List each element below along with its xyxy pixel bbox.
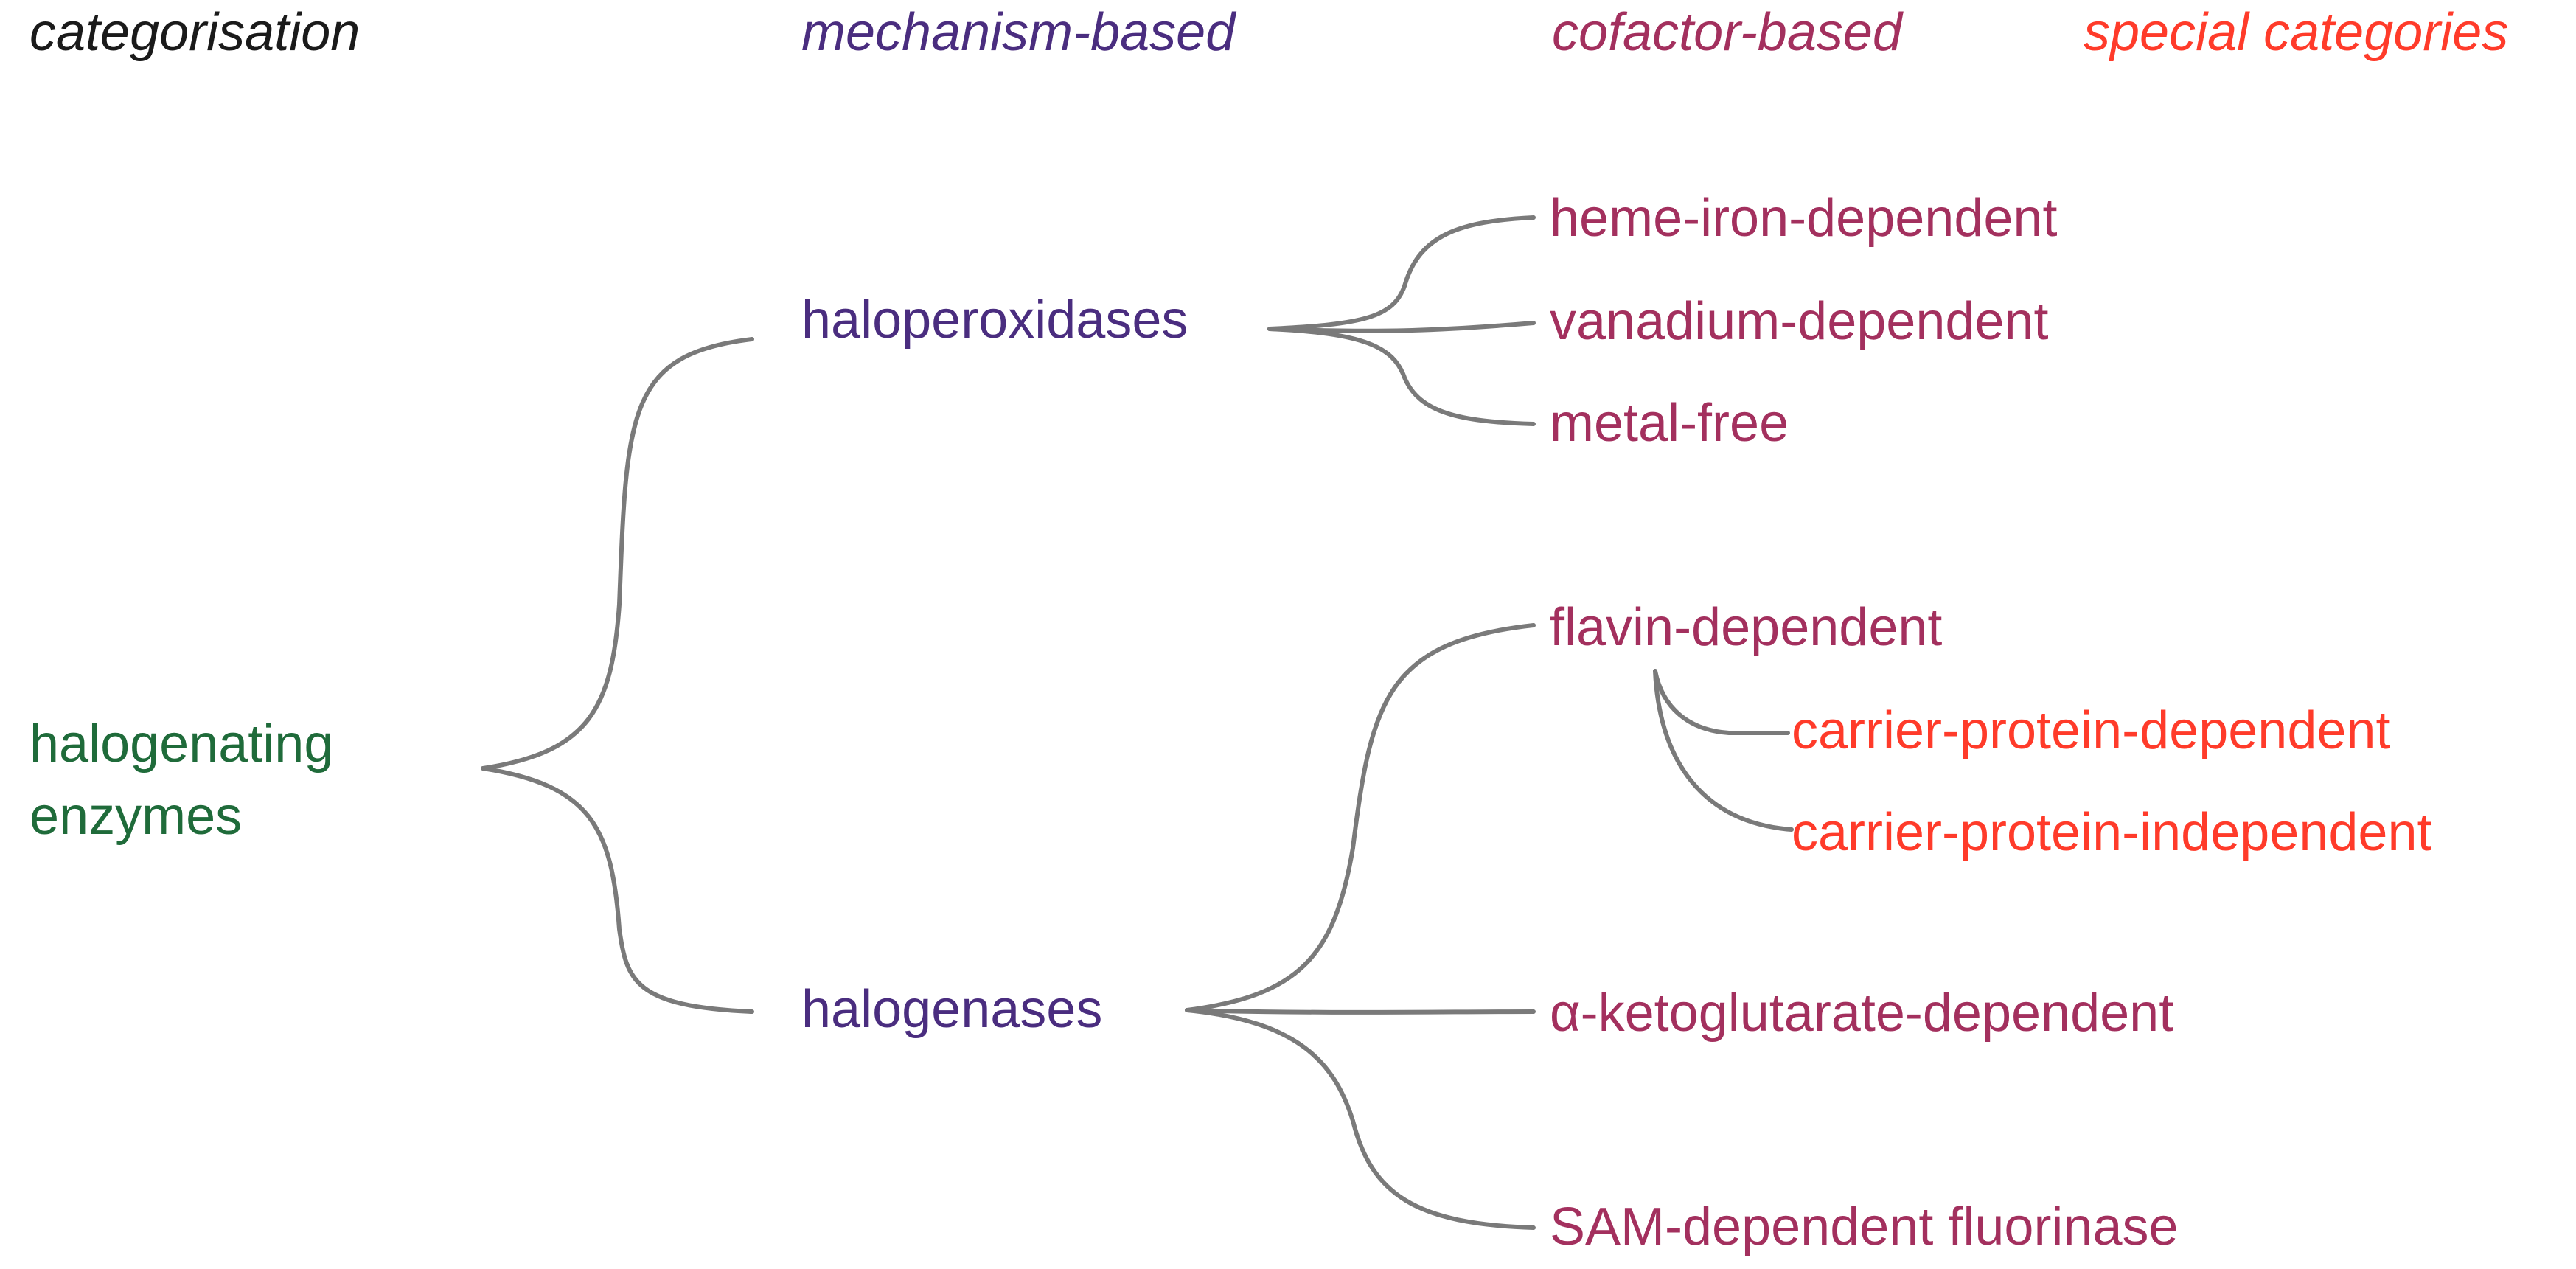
- header-cofactor-based: cofactor-based: [1552, 3, 1902, 62]
- node-heme-iron-dependent: heme-iron-dependent: [1550, 189, 2058, 248]
- connector-halogenases-sam: [1185, 1008, 1536, 1230]
- connector-root-haloperoxidases: [481, 337, 754, 771]
- root-node-halogenating-enzymes: halogenating enzymes: [29, 708, 333, 852]
- node-sam-dependent-fluorinase: SAM-dependent fluorinase: [1550, 1197, 2179, 1256]
- connector-flavin-cp-independent: [1653, 669, 1794, 832]
- header-special-categories: special categories: [2084, 3, 2509, 62]
- connector-haloperoxidases-metal-free: [1267, 327, 1536, 426]
- node-flavin-dependent: flavin-dependent: [1550, 598, 1943, 657]
- root-label-line-1: halogenating: [29, 715, 334, 773]
- node-carrier-protein-independent: carrier-protein-independent: [1792, 803, 2432, 862]
- node-carrier-protein-dependent: carrier-protein-dependent: [1792, 701, 2391, 760]
- connector-flavin-cp-dependent: [1653, 669, 1790, 735]
- root-label-line-2: enzymes: [29, 787, 243, 846]
- connector-halogenases-akg: [1185, 1008, 1536, 1015]
- connector-haloperoxidases-heme: [1267, 215, 1536, 331]
- node-alpha-ketoglutarate-dependent: α-ketoglutarate-dependent: [1550, 984, 2174, 1043]
- node-vanadium-dependent: vanadium-dependent: [1550, 292, 2049, 351]
- connector-halogenases-flavin: [1185, 623, 1536, 1012]
- node-haloperoxidases: haloperoxidases: [801, 291, 1188, 350]
- node-halogenases: halogenases: [801, 980, 1103, 1039]
- header-categorisation: categorisation: [29, 3, 361, 62]
- connector-root-halogenases: [481, 766, 754, 1014]
- header-mechanism-based: mechanism-based: [801, 3, 1236, 62]
- node-metal-free: metal-free: [1550, 394, 1789, 453]
